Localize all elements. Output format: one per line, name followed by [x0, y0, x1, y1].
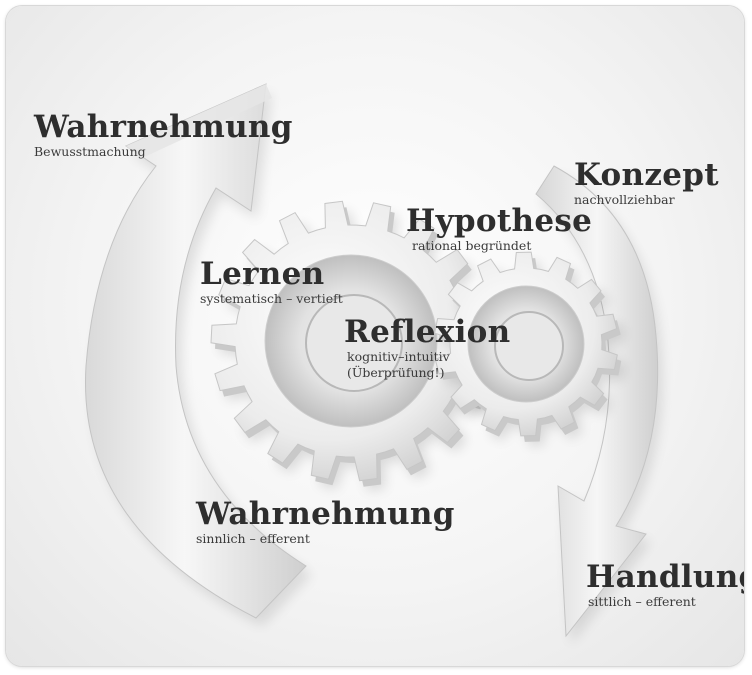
label-handlung: Handlung sittlich – efferent [586, 560, 744, 610]
label-lernen: Lernen systematisch – vertieft [200, 257, 343, 307]
label-title: Wahrnehmung [34, 109, 293, 145]
label-subtitle: systematisch – vertieft [200, 291, 343, 306]
label-wahrnehmung-top: Wahrnehmung Bewusstmachung [34, 110, 293, 160]
label-title: Wahrnehmung [196, 496, 455, 532]
small-gear-icon [434, 251, 626, 446]
label-hypothese: Hypothese rational begründet [406, 204, 592, 254]
label-reflexion: Reflexion kognitiv–intuitiv (Überprüfung… [344, 315, 511, 381]
label-title: Reflexion [344, 314, 511, 350]
label-subtitle: nachvollziehbar [574, 192, 675, 207]
label-konzept: Konzept nachvollziehbar [574, 158, 719, 208]
curved-up-arrow-icon [84, 83, 312, 626]
label-subtitle: rational begründet [412, 238, 532, 253]
label-wahrnehmung-bottom: Wahrnehmung sinnlich – efferent [196, 497, 455, 547]
label-subtitle: kognitiv–intuitiv [347, 349, 450, 364]
label-title: Lernen [200, 256, 325, 292]
label-subtitle: Bewusstmachung [34, 144, 146, 159]
label-title: Konzept [574, 157, 719, 193]
label-title: Hypothese [406, 203, 593, 239]
label-title: Handlung [586, 559, 744, 595]
label-subtitle-2: (Überprüfung!) [347, 365, 445, 380]
label-subtitle: sinnlich – efferent [196, 531, 310, 546]
large-gear-icon [210, 200, 499, 491]
diagram-art [84, 83, 663, 644]
label-subtitle: sittlich – efferent [588, 594, 696, 609]
diagram-frame: Wahrnehmung Bewusstmachung Konzept nachv… [6, 6, 744, 666]
